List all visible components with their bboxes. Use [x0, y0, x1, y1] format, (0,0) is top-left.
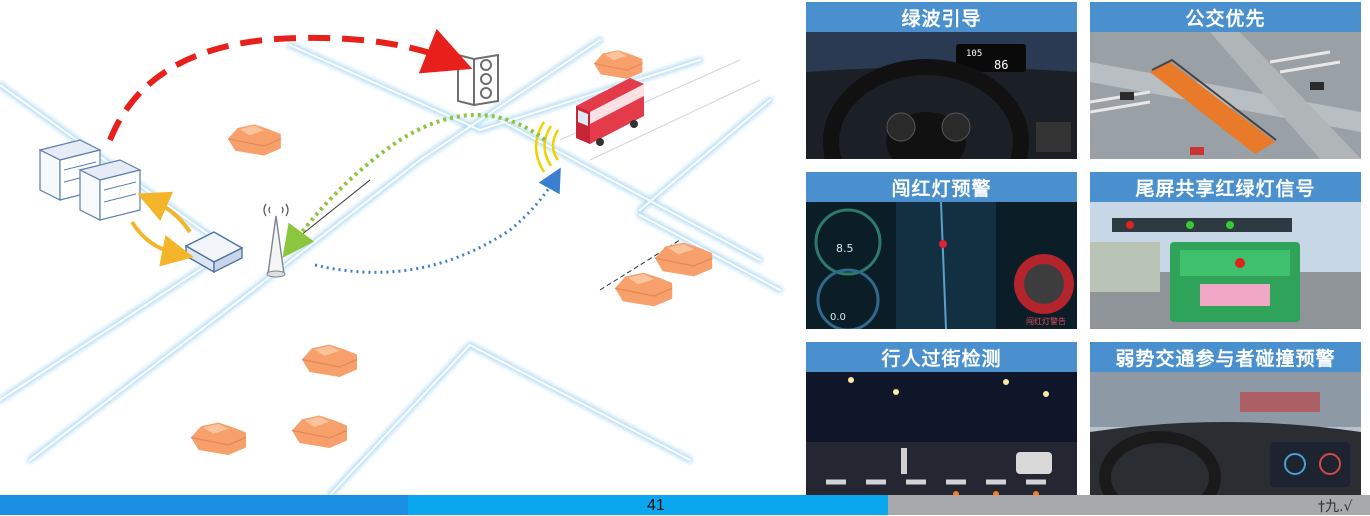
server-icon	[38, 139, 142, 221]
roadside-unit-icon	[184, 231, 244, 274]
dash-warn-text: 闯红灯警告	[1026, 316, 1066, 326]
tile-title: 行人过街检测	[806, 342, 1077, 372]
car-icon	[190, 421, 247, 456]
red-dashed-arrow	[107, 28, 473, 142]
green-dotted-arrow	[282, 113, 547, 258]
photo-dashboard-screen: 8.5 0.0 闯红灯警告	[806, 202, 1077, 329]
tile-green-wave: 绿波引导 105 86	[806, 2, 1077, 159]
hud-speed-top: 105	[966, 49, 982, 59]
photo-bus-rear-screen	[1090, 202, 1361, 329]
bus-icon	[576, 78, 644, 146]
footer-segment-left	[0, 495, 408, 515]
footer-bar	[0, 495, 1370, 515]
tile-red-light-warning: 闯红灯预警 8.5 0.0 闯红灯警告	[806, 172, 1077, 329]
footer-segment-right	[888, 495, 1370, 515]
blue-dotted-arrow	[314, 167, 561, 274]
tile-vru-collision-warning: 弱势交通参与者碰撞预警	[1090, 342, 1361, 499]
car-icon	[614, 271, 673, 308]
tile-title: 弱势交通参与者碰撞预警	[1090, 342, 1361, 372]
tile-title: 公交优先	[1090, 2, 1361, 32]
photo-car-interior-hud: 105 86	[806, 32, 1077, 159]
yellow-arrow-down	[130, 220, 194, 267]
antenna-icon	[263, 203, 289, 278]
car-icon	[301, 343, 358, 378]
tile-pedestrian-crossing: 行人过街检测	[806, 342, 1077, 499]
car-icon	[593, 49, 643, 80]
footer-segment-middle	[408, 495, 888, 515]
car-icon	[227, 123, 282, 157]
hud-speed-main: 86	[994, 58, 1008, 72]
car-icon	[291, 414, 348, 449]
page-number: 41	[647, 497, 665, 514]
tile-title: 绿波引导	[806, 2, 1077, 32]
tile-bus-priority: 公交优先	[1090, 2, 1361, 159]
photo-car-interior-screen	[1090, 372, 1361, 499]
tile-title: 尾屏共享红绿灯信号	[1090, 172, 1361, 202]
corner-logo-text: †九.√	[1318, 499, 1353, 515]
photo-tram-intersection	[1090, 32, 1361, 159]
tile-rear-screen-signal: 尾屏共享红绿灯信号	[1090, 172, 1361, 329]
yellow-arrow-up	[137, 191, 192, 234]
photo-night-crosswalk	[806, 372, 1077, 499]
tile-title: 闯红灯预警	[806, 172, 1077, 202]
traffic-light-icon	[457, 53, 499, 107]
dash-speed-b: 0.0	[830, 312, 846, 323]
v2x-scene-illustration	[0, 28, 783, 498]
dash-speed-a: 8.5	[836, 242, 854, 255]
